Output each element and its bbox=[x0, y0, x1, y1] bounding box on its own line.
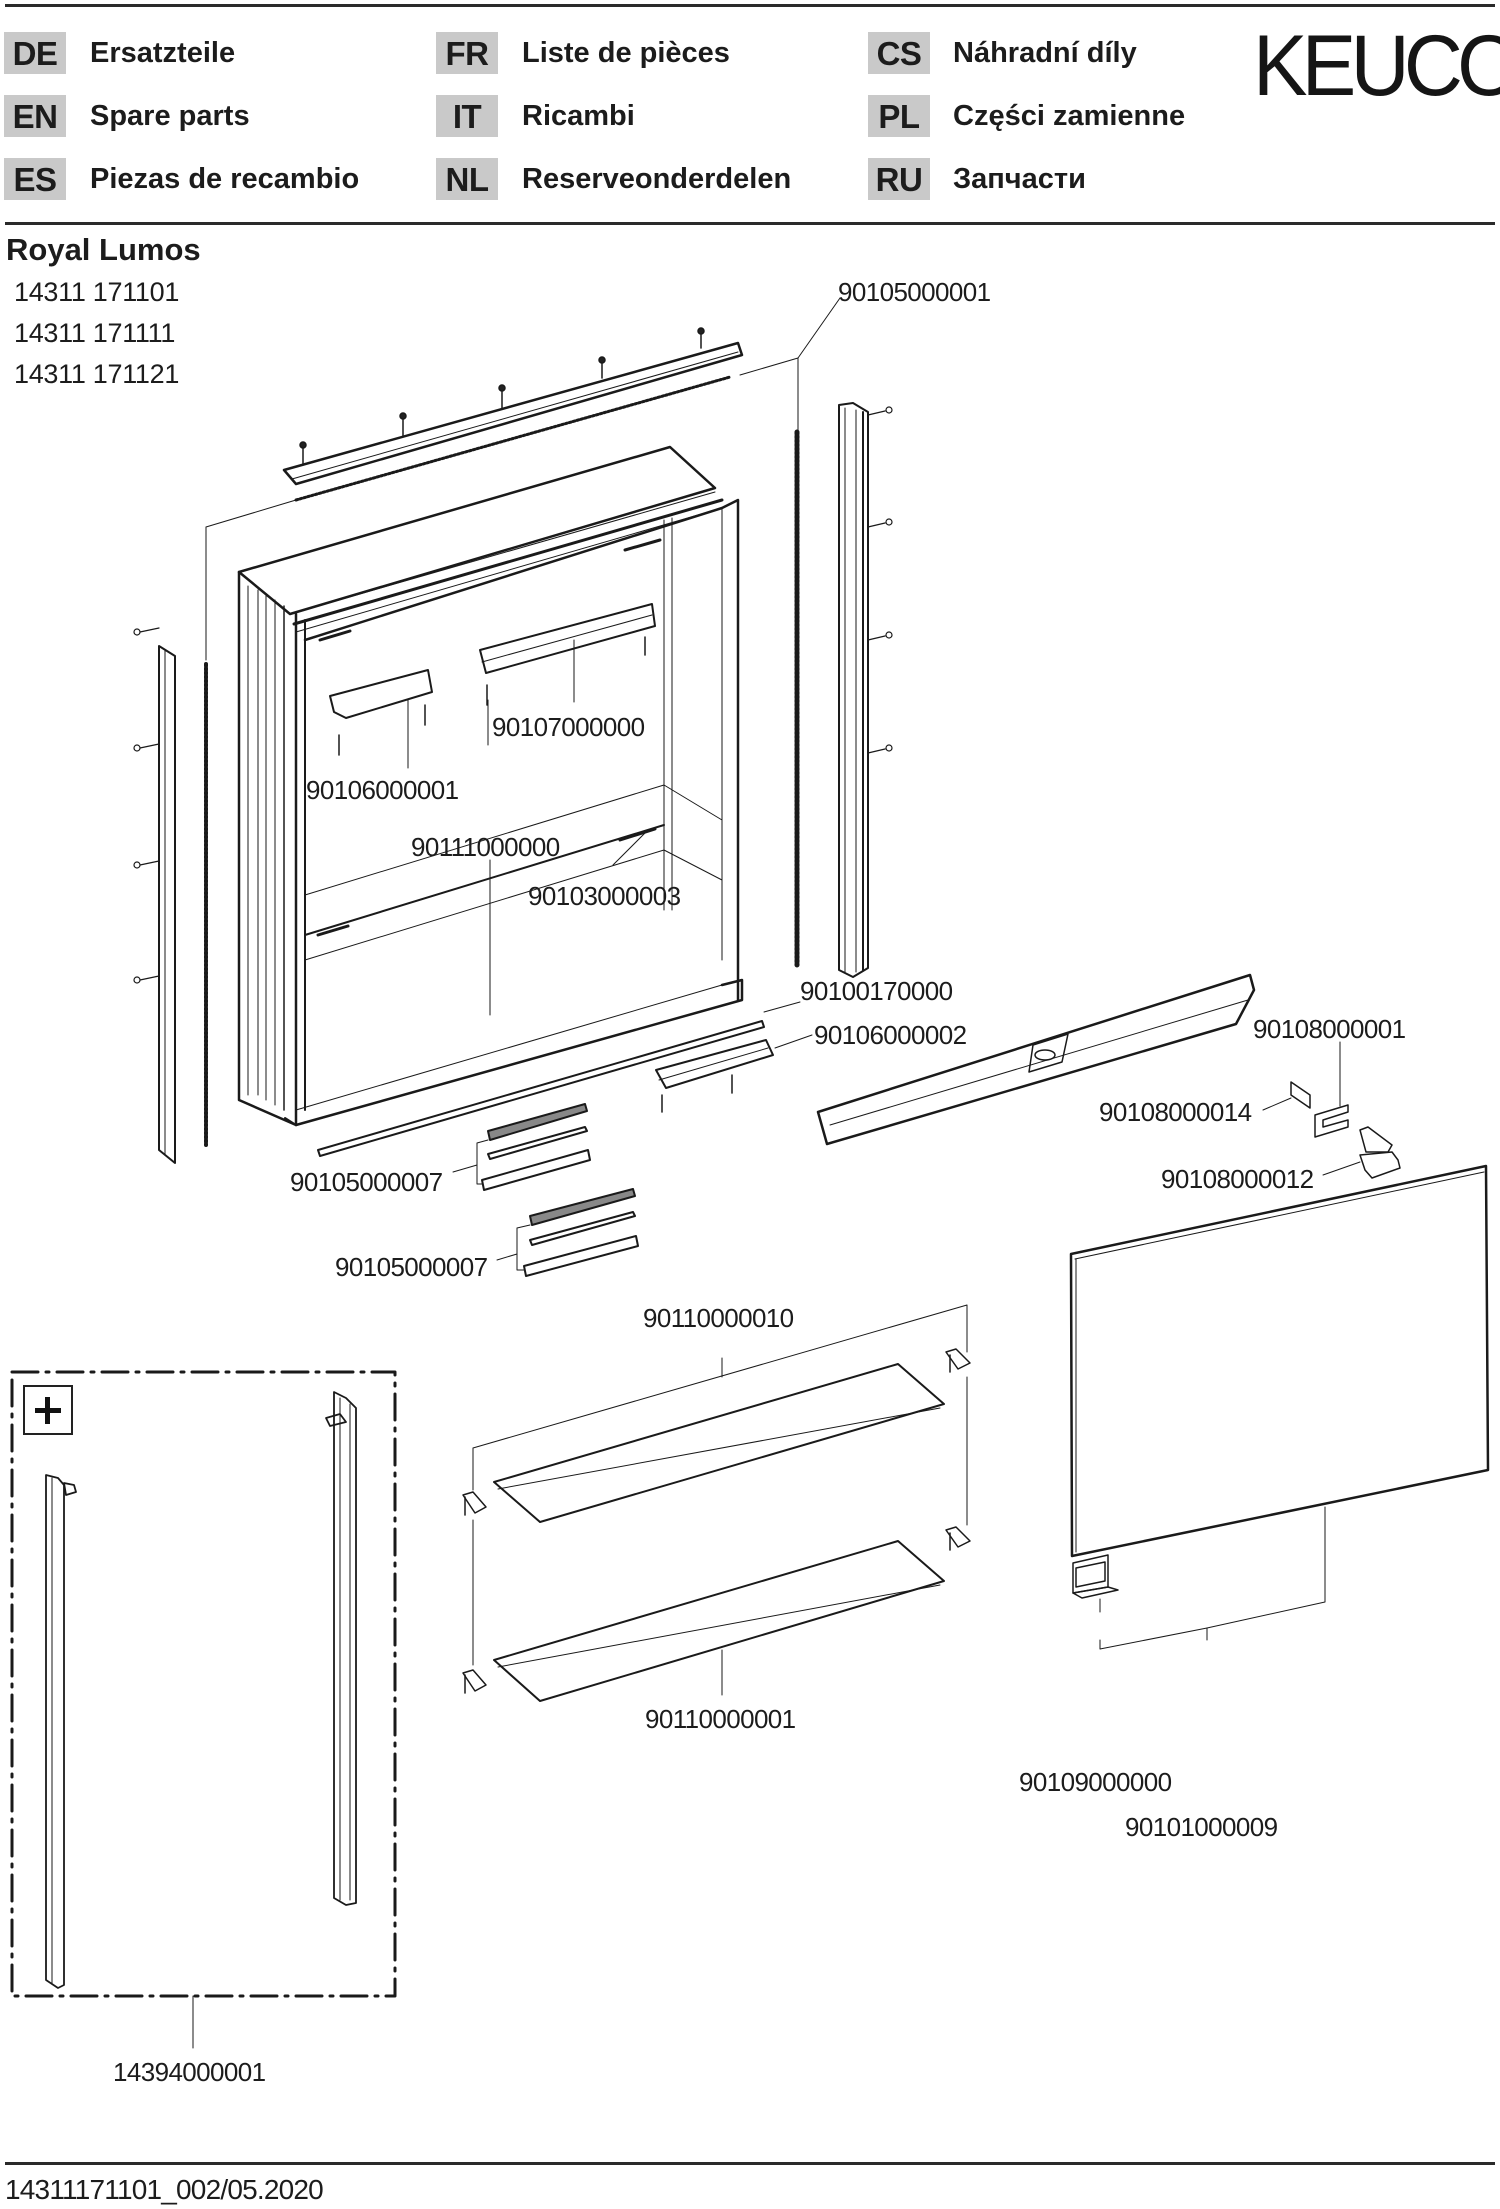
top-cover-strip bbox=[282, 341, 744, 486]
part-label: 90111000000 bbox=[411, 832, 560, 862]
part-label: 14394000001 bbox=[113, 2057, 266, 2087]
right-side-profile bbox=[838, 402, 869, 978]
lang-label-de: Ersatzteile bbox=[90, 37, 236, 69]
shelf-supports bbox=[462, 1348, 971, 1694]
lang-code-cs: CS bbox=[868, 32, 930, 74]
part-label: 90107000000 bbox=[492, 712, 645, 742]
cabinet-body bbox=[237, 445, 744, 1127]
article-number: 14311 171121 bbox=[14, 359, 180, 389]
lang-code-ru: RU bbox=[868, 158, 930, 200]
lang-label-en: Spare parts bbox=[90, 100, 250, 132]
lang-label-ru: Запчасти bbox=[953, 163, 1086, 195]
accessory-handle-left bbox=[45, 1474, 77, 1989]
profile-set-2 bbox=[496, 1188, 639, 1277]
part-label: 90108000014 bbox=[1099, 1097, 1252, 1127]
part-label: 90106000001 bbox=[306, 775, 459, 805]
plus-icon bbox=[23, 1385, 73, 1435]
leader-line bbox=[1262, 1097, 1292, 1111]
left-side-panel bbox=[158, 645, 176, 1164]
leader-line bbox=[612, 831, 647, 866]
part-label: 90100170000 bbox=[800, 976, 953, 1006]
part-label: 90105000007 bbox=[290, 1167, 443, 1197]
interior-screws bbox=[316, 538, 662, 937]
lang-label-es: Piezas de recambio bbox=[90, 163, 360, 195]
keuco-logo: KEUCO bbox=[1253, 18, 1500, 114]
upper-bracket bbox=[329, 669, 433, 756]
part-label: 90105000001 bbox=[838, 277, 991, 307]
header-bottom-rule bbox=[5, 222, 1495, 225]
product-name: Royal Lumos bbox=[6, 232, 201, 267]
leader-line bbox=[1322, 1161, 1361, 1176]
lang-label-it: Ricambi bbox=[522, 100, 635, 132]
accessory-set-outline bbox=[10, 1370, 397, 1998]
lang-code-en: EN bbox=[4, 95, 66, 137]
lang-label-cs: Náhradní díly bbox=[953, 37, 1137, 69]
bottom-light-bar bbox=[816, 973, 1256, 1146]
part-label: 90109000000 bbox=[1019, 1767, 1172, 1797]
accessory-handle-right bbox=[325, 1391, 357, 1906]
mirror-holder bbox=[1072, 1554, 1119, 1599]
lang-code-fr: FR bbox=[436, 32, 498, 74]
lang-label-fr: Liste de pièces bbox=[522, 37, 730, 69]
leader-line bbox=[1206, 1506, 1326, 1629]
mirror-door bbox=[1069, 1164, 1490, 1558]
part-label: 90101000009 bbox=[1125, 1812, 1278, 1842]
lang-label-nl: Reserveonderdelen bbox=[522, 163, 792, 195]
leader-line bbox=[472, 1304, 968, 1491]
clip-u bbox=[1314, 1104, 1349, 1138]
clip-holder bbox=[1359, 1126, 1401, 1179]
glass-shelf-lower bbox=[493, 1540, 945, 1702]
leader-line bbox=[774, 1034, 813, 1049]
article-number: 14311 171111 bbox=[14, 318, 176, 348]
leader-line bbox=[797, 297, 841, 433]
clip-pad bbox=[1290, 1081, 1311, 1109]
part-label: 90103000003 bbox=[528, 881, 681, 911]
article-number: 14311 171101 bbox=[14, 277, 180, 307]
part-label: 90106000002 bbox=[814, 1020, 967, 1050]
lang-code-de: DE bbox=[4, 32, 66, 74]
lang-label-pl: Części zamienne bbox=[953, 100, 1186, 132]
document-id: 14311171101_002/05.2020 bbox=[5, 2174, 324, 2205]
leader-line bbox=[1099, 1627, 1208, 1650]
lower-bracket bbox=[479, 603, 656, 706]
profile-set-1 bbox=[452, 1103, 591, 1191]
footer-rule bbox=[5, 2162, 1495, 2165]
bottom-switch-bar bbox=[655, 1039, 774, 1113]
part-label: 90110000010 bbox=[643, 1303, 794, 1333]
right-side-screws bbox=[867, 406, 893, 754]
lang-code-es: ES bbox=[4, 158, 66, 200]
leader-line bbox=[739, 357, 799, 376]
part-label: 90110000001 bbox=[645, 1704, 796, 1734]
part-label: 90108000012 bbox=[1161, 1164, 1314, 1194]
top-screws bbox=[299, 327, 705, 466]
lang-code-pl: PL bbox=[868, 95, 930, 137]
bottom-strip bbox=[317, 1020, 765, 1157]
leader-line bbox=[763, 1001, 801, 1013]
lang-code-nl: NL bbox=[436, 158, 498, 200]
part-label: 90108000001 bbox=[1253, 1014, 1406, 1044]
lang-code-it: IT bbox=[436, 95, 498, 137]
header-top-rule bbox=[5, 4, 1495, 7]
part-label: 90105000007 bbox=[335, 1252, 488, 1282]
leader-line bbox=[205, 499, 297, 661]
top-led-strip bbox=[294, 375, 732, 502]
left-side-screws bbox=[133, 627, 160, 984]
glass-shelf-upper bbox=[493, 1363, 945, 1523]
